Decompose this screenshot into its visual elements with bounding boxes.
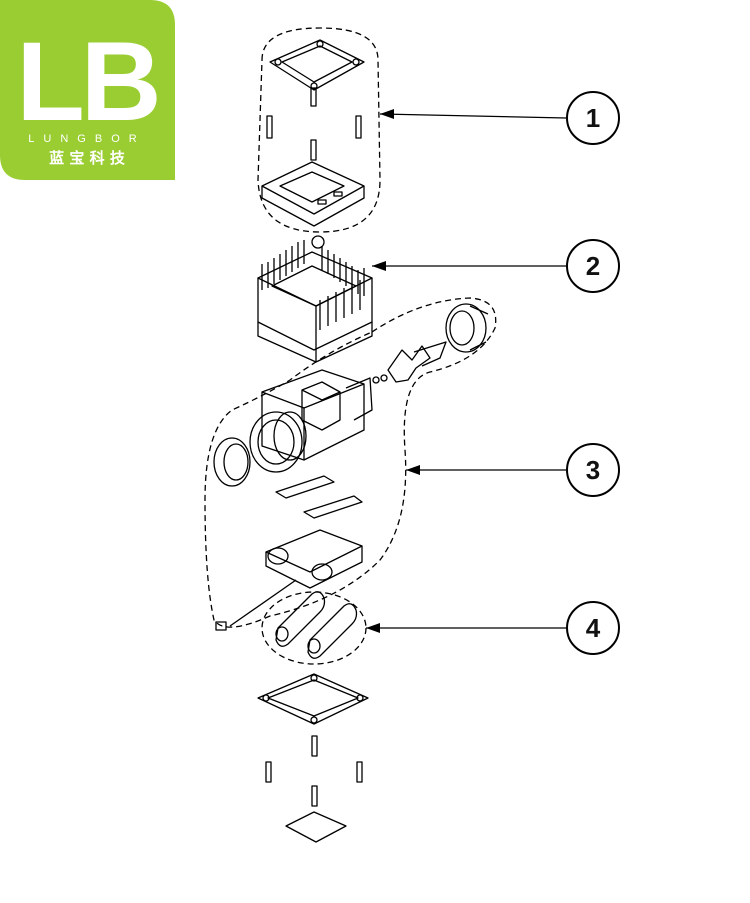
callout-circle-3 [566,443,620,497]
bottom-cover [257,673,369,725]
meter-body [261,369,373,461]
leader-arrowheads [366,109,420,633]
magnet-sensor-block [215,529,363,631]
callout-number-2: 2 [586,251,600,281]
top-cover-gasket [269,39,365,91]
lungbor-logo: LB LUNGBOR 蓝 宝 科 技 [0,0,175,180]
left-o-ring [213,437,251,487]
batteries [275,591,358,659]
group-3-dashed-outline [204,297,497,628]
callout-circle-4 [566,601,620,655]
rotor-assembly [372,341,447,384]
finned-housing [257,235,373,363]
group-1-dashed-outline [257,27,381,233]
bottom-screws [265,735,363,807]
leader-lines [366,113,567,629]
callout-number-3: 3 [586,455,600,485]
callout-number-1: 1 [586,103,600,133]
callout-circle-1 [566,91,620,145]
cover-screws [266,87,362,161]
callout-circle-2 [566,239,620,293]
body-inlet-ring [249,411,307,473]
callout-number-4: 4 [586,613,601,643]
sensor-pads [275,475,363,519]
bottom-label-plate [285,811,347,843]
logo-background [0,0,175,180]
right-o-ring [445,303,489,353]
electronics-board [261,161,365,227]
logo-letters: LB [16,19,157,144]
logo-chinese-text: 蓝 宝 科 技 [49,149,126,167]
logo-brand-text: LUNGBOR [28,133,145,145]
